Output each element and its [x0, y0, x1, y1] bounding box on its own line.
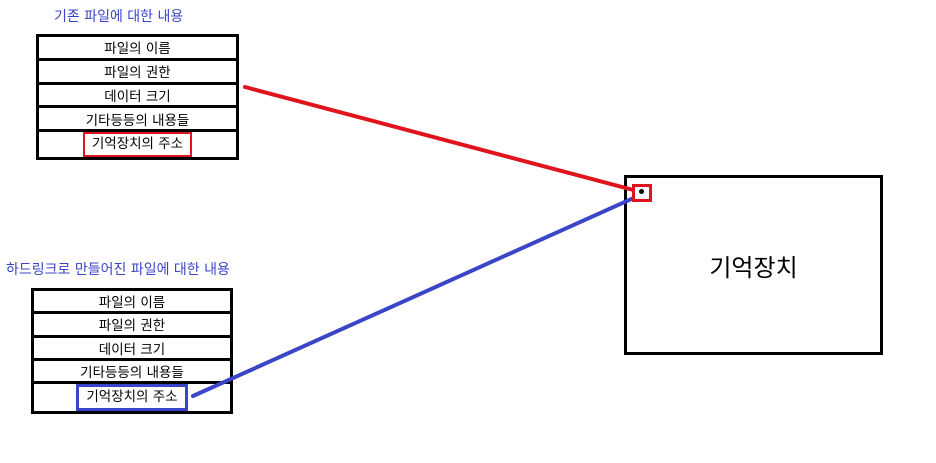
hardlink-file-row-permission: 파일의 권한	[34, 311, 230, 334]
original-file-row-address: 기억장치의 주소	[39, 129, 236, 157]
original-file-table: 파일의 이름 파일의 권한 데이터 크기 기타등등의 내용들 기억장치의 주소	[36, 34, 239, 160]
storage-target-dot	[639, 189, 644, 194]
original-file-address-highlight: 기억장치의 주소	[82, 132, 193, 157]
storage-device-label: 기억장치	[709, 253, 798, 282]
hardlink-link-line	[191, 194, 640, 398]
original-file-caption: 기존 파일에 대한 내용	[54, 9, 184, 25]
hardlink-file-row-etc: 기타등등의 내용들	[34, 357, 230, 381]
hardlink-file-caption: 하드링크로 만들어진 파일에 대한 내용	[6, 262, 230, 278]
hardlink-file-address-highlight: 기억장치의 주소	[76, 384, 188, 411]
storage-device-box: 기억장치	[624, 175, 883, 355]
original-file-row-name: 파일의 이름	[104, 41, 171, 58]
original-file-row-permission: 파일의 권한	[39, 57, 236, 82]
original-file-row-size: 데이터 크기	[39, 81, 236, 106]
original-file-row-etc: 기타등등의 내용들	[39, 105, 236, 129]
hardlink-file-row-name: 파일의 이름	[98, 295, 166, 312]
original-link-line	[243, 85, 639, 193]
hardlink-file-row-size: 데이터 크기	[34, 334, 230, 358]
hardlink-file-row-address: 기억장치의 주소	[34, 381, 230, 411]
